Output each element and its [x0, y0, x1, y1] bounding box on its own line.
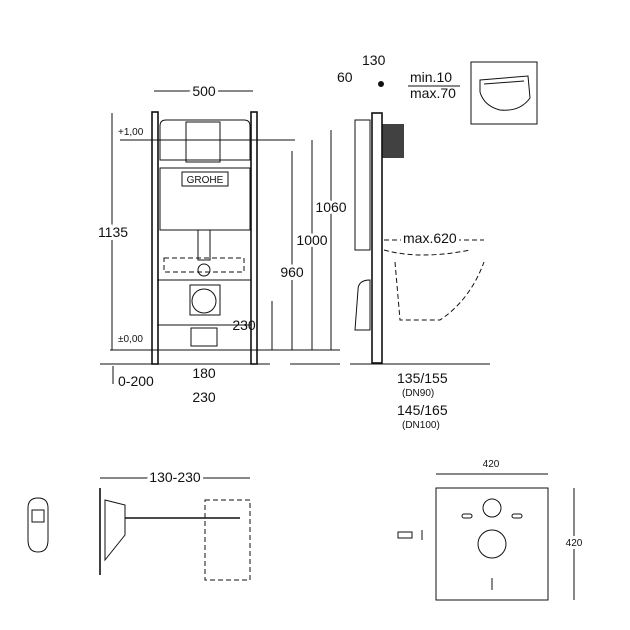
dim-1000: 1000: [296, 232, 327, 248]
wall-min: min.10: [410, 69, 452, 85]
dim-adjust-0-200: 0-200: [118, 373, 154, 389]
dim-height-1135: 1135: [98, 224, 128, 240]
label-dn100: (DN100): [402, 420, 440, 431]
label-dn90: (DN90): [402, 388, 434, 399]
dim-145-165: 145/165: [397, 402, 448, 418]
level-top: +1,00: [118, 127, 144, 138]
toilet-thumbnail: [470, 61, 538, 125]
dim-130-230: 130-230: [149, 469, 201, 485]
dim-230-width: 230: [192, 389, 216, 405]
dim-180: 180: [192, 365, 216, 381]
level-zero: ±0,00: [118, 334, 143, 345]
side-view: 130 60 min.10 max.70 max.620 135/155 (DN…: [337, 52, 490, 431]
wall-max: max.70: [410, 85, 456, 101]
dim-960: 960: [280, 264, 304, 280]
grohe-logo: [181, 171, 229, 187]
brand-logo-text: GROHE: [187, 175, 224, 186]
dim-1060: 1060: [315, 199, 346, 215]
dim-mat-height: 420: [566, 538, 583, 549]
dim-230-height: 230: [232, 317, 256, 333]
dim-mat-width: 420: [483, 459, 500, 470]
dim-width-500: 500: [192, 83, 216, 99]
bracket-view: 130-230: [27, 466, 251, 581]
sound-mat-view: 420 420: [397, 459, 586, 601]
dim-135-155: 135/155: [397, 370, 448, 386]
dim-max-620: max.620: [403, 230, 457, 246]
front-view: GROHE 500 1135 +1,00 ±0,00 960 1000 1060…: [95, 80, 350, 405]
dim-60: 60: [337, 69, 353, 85]
dim-130: 130: [362, 52, 386, 68]
